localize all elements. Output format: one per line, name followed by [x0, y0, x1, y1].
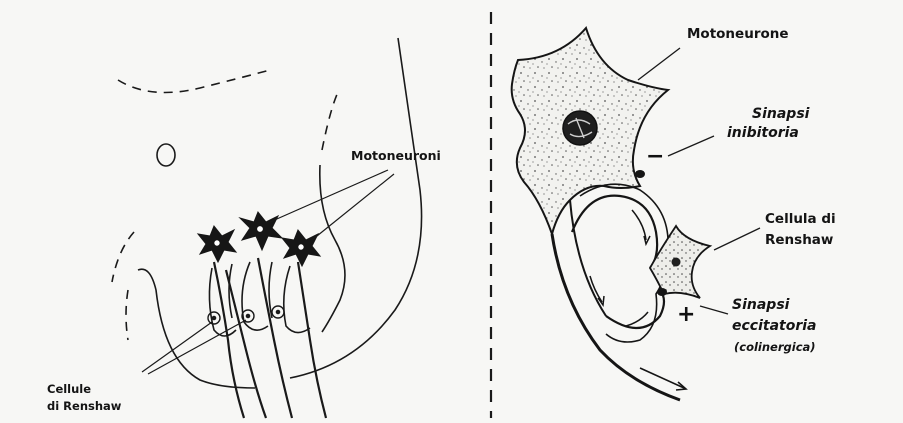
inhibitory-sign: − — [646, 144, 664, 169]
label-cellula-di: Cellula di — [765, 211, 836, 227]
inhibitory-synapse-bouton — [635, 170, 645, 178]
label-renshaw-right: Renshaw — [765, 232, 833, 248]
label-colinergica: (colinergica) — [734, 340, 816, 354]
renshaw-nucleus — [672, 258, 681, 267]
label-di-renshaw-left: di Renshaw — [47, 399, 122, 413]
excitatory-synapse-bouton — [657, 288, 667, 296]
excitatory-sign: + — [677, 302, 695, 327]
label-motoneurone: Motoneurone — [687, 26, 789, 42]
label-sinapsi-excitatory-1: Sinapsi — [732, 297, 790, 313]
label-sinapsi-excitatory-2: eccitatoria — [732, 318, 817, 334]
label-sinapsi-inhibitory-2: inibitoria — [727, 125, 799, 141]
label-sinapsi-inhibitory-1: Sinapsi — [752, 106, 810, 122]
label-cellule: Cellule — [47, 382, 91, 396]
label-motoneuroni: Motoneuroni — [351, 148, 441, 163]
